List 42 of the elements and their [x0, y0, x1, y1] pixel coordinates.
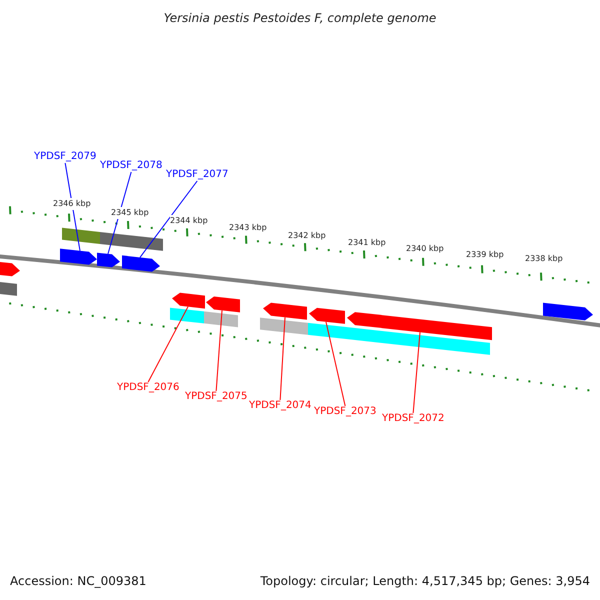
- leader-line: [216, 310, 222, 392]
- gene-block: [347, 312, 492, 340]
- gene-block: [60, 248, 97, 265]
- cog-bar: [260, 318, 308, 335]
- gene-block: [309, 308, 345, 324]
- gene-label: YPDSF_2078: [100, 160, 162, 172]
- scale-label: 2344 kbp: [170, 215, 208, 227]
- scale-label: 2345 kbp: [111, 207, 149, 219]
- gene-label: YPDSF_2074: [249, 400, 312, 412]
- cog-bar: [100, 232, 163, 251]
- scale-label: 2339 kbp: [466, 249, 504, 261]
- cog-bar: [170, 308, 204, 324]
- gene-block: [122, 255, 160, 272]
- cog-bar: [0, 280, 17, 296]
- leader-line: [412, 332, 420, 414]
- scale-label: 2338 kbp: [525, 253, 563, 265]
- gene-label: YPDSF_2077: [166, 169, 228, 181]
- gene-block: [206, 296, 240, 312]
- gene-label: YPDSF_2075: [185, 391, 248, 403]
- gene-label: YPDSF_2079: [34, 151, 96, 163]
- gene-label: YPDSF_2072: [382, 413, 444, 425]
- gene-label: YPDSF_2073: [314, 406, 376, 418]
- gene-block: [543, 302, 593, 320]
- scale-label: 2343 kbp: [229, 222, 267, 234]
- scale-label: 2342 kbp: [288, 230, 326, 242]
- leader-line: [108, 172, 132, 254]
- cog-bar: [345, 326, 490, 355]
- genome-summary: Topology: circular; Length: 4,517,345 bp; Genes: 3,954: [260, 575, 590, 587]
- gene-label: YPDSF_2076: [117, 382, 180, 394]
- scale-label: 2341 kbp: [348, 237, 386, 249]
- cog-bar: [308, 322, 345, 339]
- gene-block: [0, 260, 20, 276]
- title: Yersinia pestis Pestoides F, complete genome: [162, 12, 438, 24]
- leader-line: [140, 180, 198, 258]
- accession-note: Accession: NC_009381: [10, 575, 146, 587]
- scale-label: 2340 kbp: [406, 243, 444, 255]
- cog-bar: [204, 311, 238, 328]
- scale-label: 2346 kbp: [53, 198, 91, 210]
- gene-block: [172, 292, 205, 309]
- leader-line: [280, 316, 286, 400]
- gene-block: [263, 302, 307, 320]
- cog-bar: [62, 228, 100, 244]
